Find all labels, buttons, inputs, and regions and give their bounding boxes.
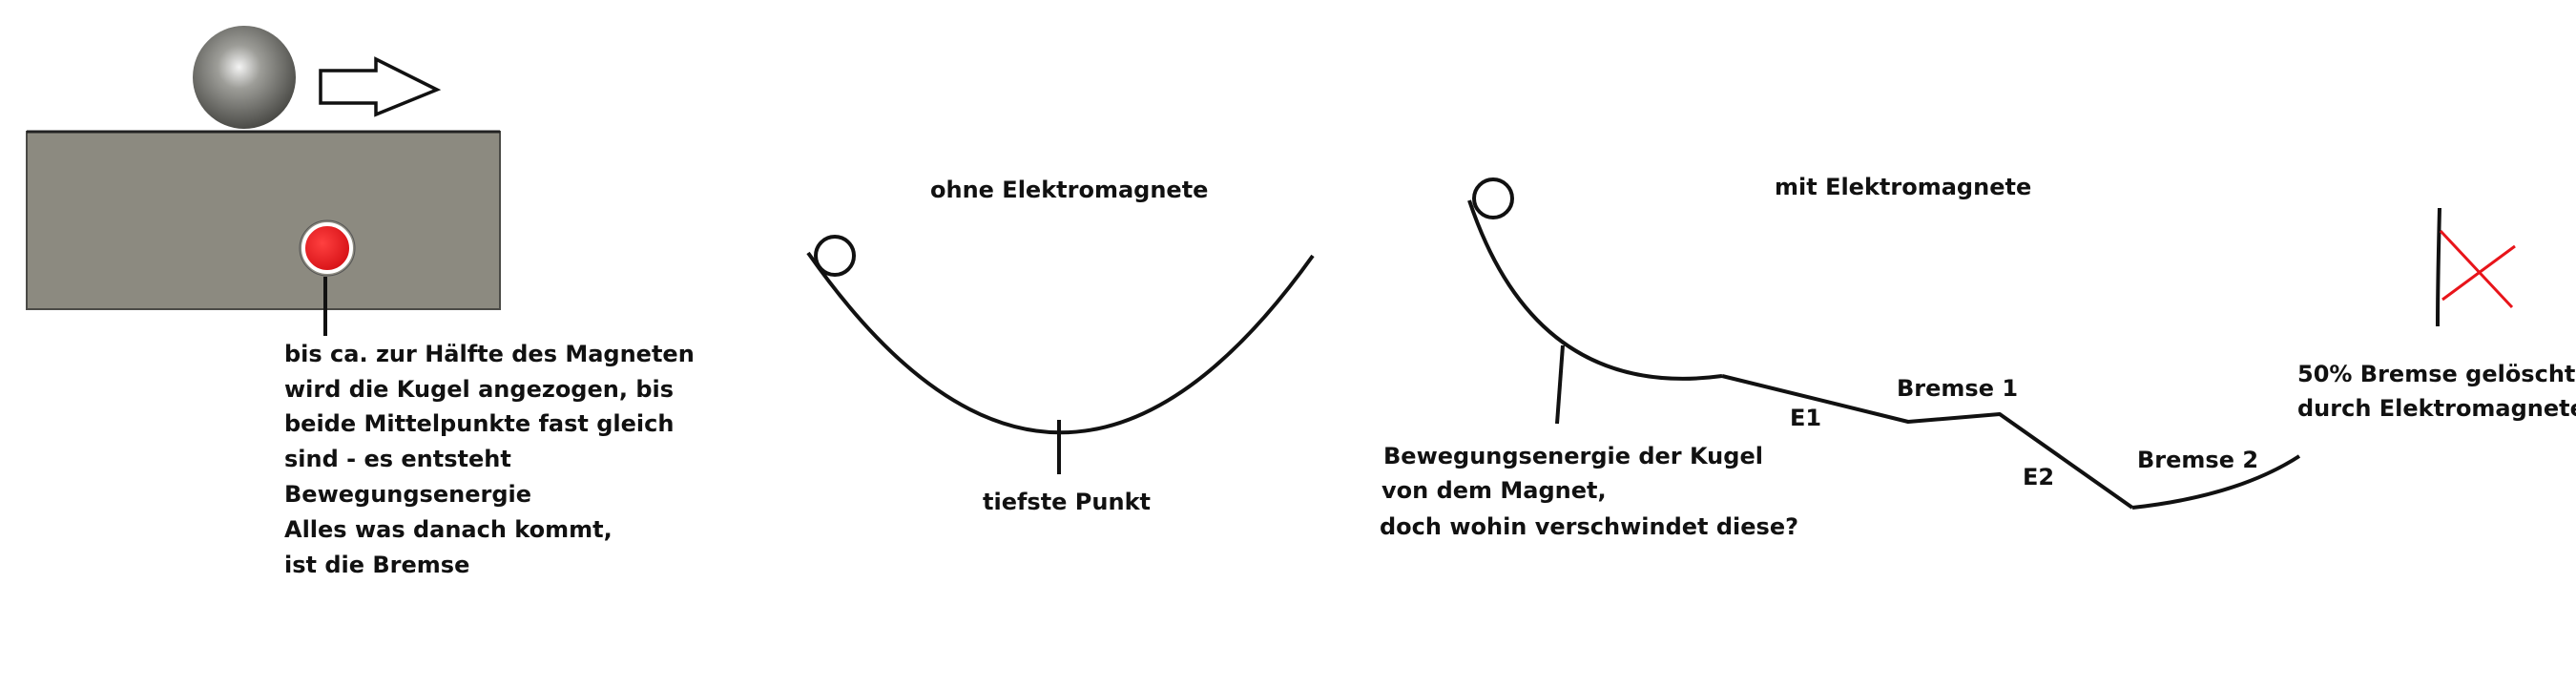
release-line: durch Elektromagnete: [2297, 395, 2576, 422]
label-bremse1: Bremse 1: [1897, 375, 2018, 402]
energy-line: Bewegungsenergie der Kugel: [1383, 443, 1763, 469]
magnet-dot: [301, 222, 353, 274]
caption-line: wird die Kugel angezogen, bis: [284, 376, 674, 403]
block: [26, 131, 501, 310]
caption-line: beide Mittelpunkte fast gleich: [284, 410, 674, 437]
ball-outline: [1472, 177, 1514, 219]
caption-line: sind - es entsteht: [284, 446, 511, 472]
caption-text: bis ca. zur Hälfte des Magneten wird die…: [284, 341, 702, 578]
caption-line: ist die Bremse: [284, 552, 469, 578]
track-curve: [806, 251, 1315, 435]
bottom-label: tiefste Punkt: [983, 489, 1151, 515]
track-segments: [1721, 374, 2134, 510]
energy-pointer: [1555, 344, 1565, 425]
steel-ball: [193, 26, 296, 129]
track-curve-entry: [1467, 199, 1723, 381]
panel1: bis ca. zur Hälfte des Magneten wird die…: [26, 26, 702, 578]
energy-line: doch wohin verschwindet diese?: [1380, 513, 1798, 540]
track-curve-released: [2436, 207, 2441, 327]
panel3-title: mit Elektromagnete: [1775, 174, 2031, 200]
track-curve-exit: [2131, 454, 2301, 510]
ball-outline: [814, 235, 856, 277]
panel2-title: ohne Elektromagnete: [930, 177, 1208, 203]
caption-line: Alles was danach kommt,: [284, 516, 613, 543]
release-line: 50% Bremse gelöscht: [2297, 361, 2575, 387]
caption-line: bis ca. zur Hälfte des Magneten: [284, 341, 695, 367]
caption-line: Bewegungsenergie: [284, 481, 531, 508]
cross-line-2: [2441, 244, 2516, 302]
label-bremse2: Bremse 2: [2137, 447, 2258, 473]
panel3: mit Elektromagnete E1 Bremse 1 E2 Bremse…: [1380, 174, 2576, 540]
magnet-dot-outline: [299, 219, 356, 277]
cross-line-1: [2439, 229, 2514, 309]
energy-line: von dem Magnet,: [1381, 477, 1607, 504]
label-e2: E2: [2023, 464, 2054, 490]
label-e1: E1: [1790, 405, 1821, 431]
motion-arrow-icon: [319, 56, 442, 117]
energy-text: Bewegungsenergie der Kugel von dem Magne…: [1380, 443, 1798, 540]
release-text: 50% Bremse gelöscht durch Elektromagnete: [2297, 361, 2576, 422]
panel2: ohne Elektromagnete tiefste Punkt: [806, 177, 1315, 515]
